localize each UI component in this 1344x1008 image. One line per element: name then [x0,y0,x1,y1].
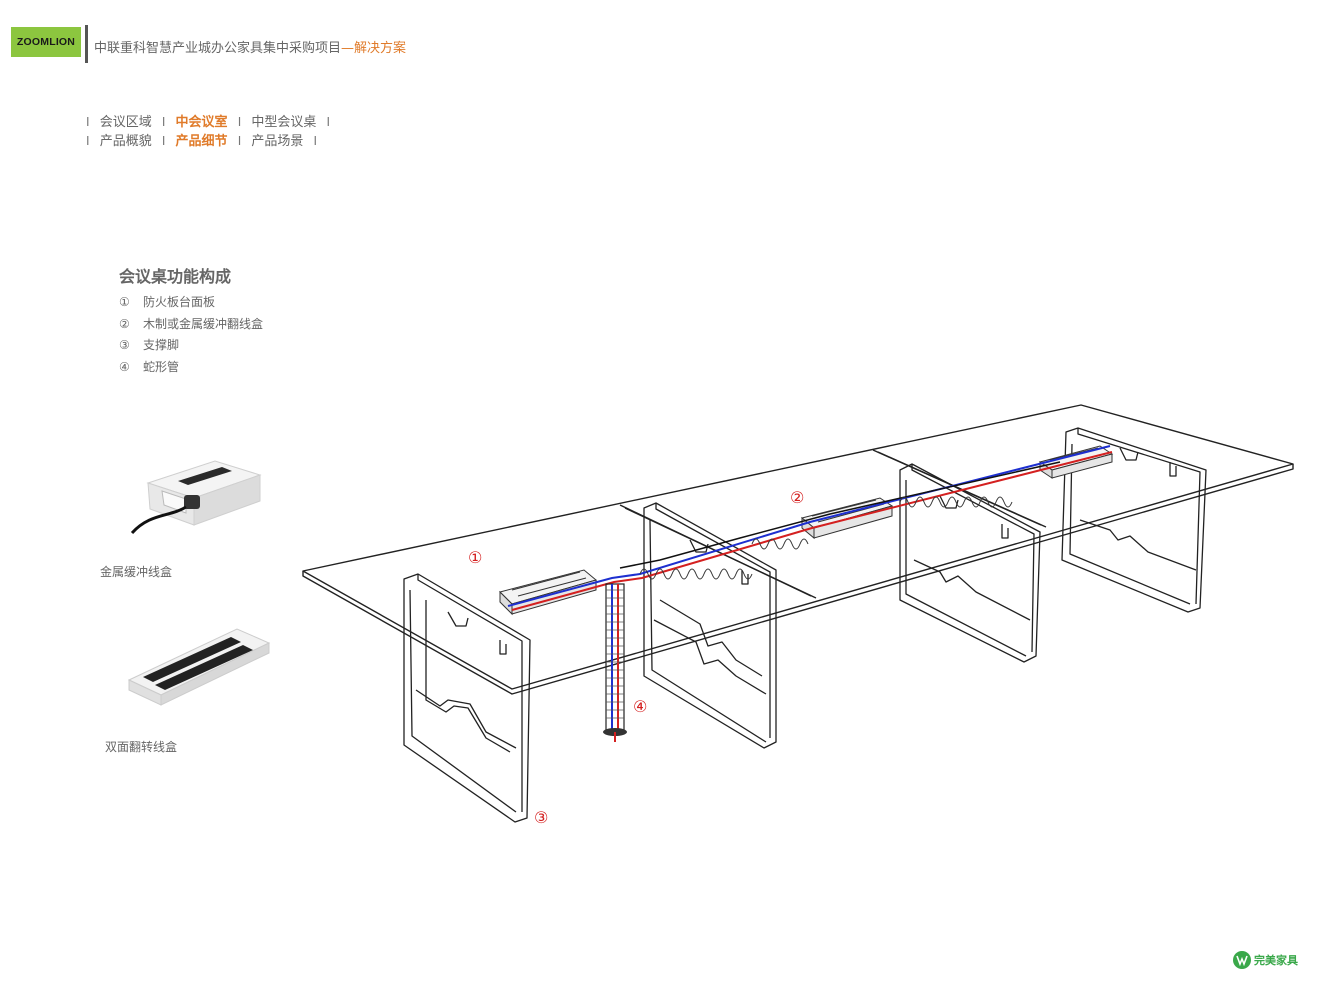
logo-text: ZOOMLION [16,36,76,48]
tabletop-edge [302,464,1294,695]
double-flip-cable-box-image [127,628,271,706]
nav-separator: I [313,134,318,148]
panel-seam [624,507,817,599]
breadcrumb-row-1: I 会议区域 I 中会议室 I 中型会议桌 I [86,111,336,130]
metal-cable-box-caption: 金属缓冲线盒 [100,565,173,579]
function-item: ③ 支撑脚 [119,337,263,359]
nav-separator: I [161,115,166,129]
nav-separator: I [86,115,90,129]
nav-item-medium-meeting-table[interactable]: 中型会议桌 [251,115,317,130]
leg-frame [899,463,1041,663]
function-label: 木制或金属缓冲翻线盒 [143,316,264,331]
brand-name: 完美家具 [1254,954,1298,967]
page-title-main: 中联重科智慧产业城办公家具集中采购项目 [94,41,342,56]
function-num: ① [119,295,130,309]
page-title: 中联重科智慧产业城办公家具集中采购项目—解决方案 [94,37,406,56]
function-label: 蛇形管 [143,360,180,375]
double-flip-cable-box-caption: 双面翻转线盒 [105,740,178,754]
nav-item-meeting-area[interactable]: 会议区域 [99,115,152,130]
marker-1: ① [468,548,482,567]
nav-separator: I [161,134,166,148]
function-item: ④ 蛇形管 [119,359,263,381]
function-label: 支撑脚 [143,338,180,353]
brand-badge-icon [1233,951,1251,969]
cable-black [619,461,1061,569]
function-num: ④ [119,360,130,375]
header-divider [85,25,88,63]
leg-frame [403,573,531,823]
cable-red [511,451,1113,611]
nav-separator: I [237,115,242,129]
nav-separator: I [237,134,242,148]
vertical-serpentine-tube [603,583,627,742]
function-title: 会议桌功能构成 [119,267,232,286]
page-title-accent: —解决方案 [341,41,407,56]
marker-4: ④ [633,697,647,716]
function-item: ① 防火板台面板 [119,294,263,316]
nav-item-product-overview[interactable]: 产品概貌 [99,134,152,149]
brand-logo: 完美家具 [1233,951,1298,969]
function-num: ③ [119,338,130,353]
marker-2: ② [790,488,804,507]
function-list: ① 防火板台面板 ② 木制或金属缓冲翻线盒 ③ 支撑脚 ④ 蛇形管 [119,294,263,381]
marker-3: ③ [534,808,548,827]
function-label: 防火板台面板 [143,295,216,309]
cable-box [499,569,598,616]
metal-cable-box-image [130,460,262,535]
leg-frame [643,502,777,749]
zoomlion-logo: ZOOMLION [11,27,81,57]
breadcrumb-row-2: I 产品概貌 I 产品细节 I 产品场景 I [86,130,323,149]
serpentine-coil [639,496,1013,580]
function-num: ② [119,316,130,331]
nav-item-product-scenes[interactable]: 产品场景 [251,134,304,149]
leg-frame [1061,427,1207,613]
nav-item-medium-meeting-room[interactable]: 中会议室 [175,115,228,130]
nav-separator: I [326,115,331,129]
nav-item-product-details[interactable]: 产品细节 [175,134,228,149]
nav-separator: I [86,134,90,148]
function-item: ② 木制或金属缓冲翻线盒 [119,316,263,338]
cable-box [1038,445,1114,479]
